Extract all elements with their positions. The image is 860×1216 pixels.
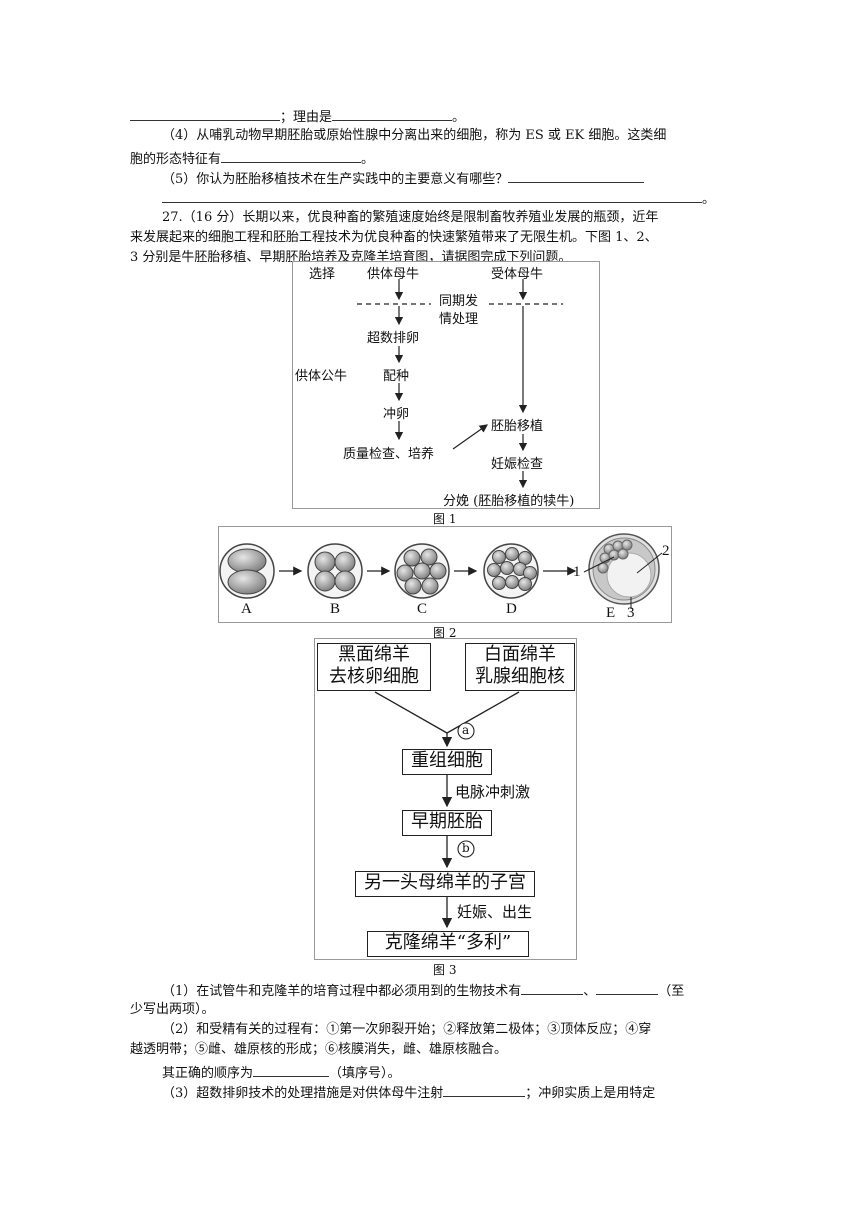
label-mating: 配种 [383,369,410,384]
question-4-cont: 胞的形态特征有。 [130,148,374,169]
label-transfer: 胚胎移植 [491,419,544,434]
box-enucleated-egg: 黑面绵羊去核卵细胞 [317,643,431,691]
question-3: （3）超数排卵技术的处理措施是对供体母牛注射；冲卵实质上是用特定 [162,1082,655,1103]
label-donor-cow: 供体母牛 [367,267,420,282]
label-electric-pulse: 电脉冲刺激 [455,783,531,801]
embryo-b [307,543,363,599]
answer-blank[interactable] [596,980,659,995]
question-4: （4）从哺乳动物早期胚胎或原始性腺中分离出来的细胞，称为 ES 或 EK 细胞。… [162,128,667,143]
answer-blank[interactable] [508,168,645,183]
answer-blank[interactable] [443,1082,526,1097]
figure-3-caption: 图 3 [433,963,457,977]
answer-blank[interactable] [221,148,362,163]
question-1-cont: 少写出两项）。 [130,1002,215,1017]
box-early-embryo: 早期胚胎 [402,810,492,836]
part-3: 3 [627,605,635,621]
question-1: （1）在试管牛和克隆羊的培育过程中都必须用到的生物技术有、（至 [162,980,684,1001]
step-b-marker: b [462,841,470,855]
box-recombined-cell: 重组细胞 [402,749,492,775]
box-surrogate-uterus: 另一头母绵羊的子宫 [355,871,535,897]
figure-3-cloning: 黑面绵羊去核卵细胞 白面绵羊乳腺细胞核 a 重组细胞 电脉冲刺激 早期胚胎 b … [314,638,577,960]
label-d: D [506,601,517,617]
question-2-cont: 越透明带；⑤雌、雄原核的形成；⑥核膜消失，雌、雄原核融合。 [130,1042,508,1057]
label-birth: 分娩 (胚胎移植的犊牛) [443,494,575,509]
figure-1-caption: 图 1 [433,512,457,526]
question-27-intro: 27.（16 分）长期以来，优良种畜的繁殖速度始终是限制畜牧养殖业发展的瓶颈，近… [162,210,659,225]
label-a: A [241,601,252,617]
question-27-intro-2: 来发展起来的细胞工程和胚胎工程技术为优良种畜的快速繁殖带来了无限生机。下图 1、… [130,230,658,245]
label-b: B [330,601,341,617]
part-1: 1 [573,564,581,580]
figure-2-drawing [219,533,663,609]
answer-blank[interactable] [162,188,702,203]
label-pregnancy-birth: 妊娠、出生 [457,903,533,921]
label-e: E [606,605,616,621]
embryo-c [394,543,450,599]
label-quality: 质量检查、培养 [343,447,435,462]
label-c: C [417,601,428,617]
part-2: 2 [662,543,670,559]
embryo-e-blastocyst [583,533,663,609]
answer-blank[interactable] [332,106,453,121]
figure-2-caption: 图 2 [433,626,457,640]
answer-blank[interactable] [253,1062,330,1077]
label-superovulation: 超数排卵 [367,331,420,346]
label-sync-2: 情处理 [439,312,479,327]
answer-blank[interactable] [521,980,584,995]
answer-blank[interactable] [130,106,280,121]
label-sync-1: 同期发 [439,294,479,309]
figure-1-arrows [357,279,563,489]
label-donor-bull: 供体公牛 [295,369,348,384]
label-recipient-cow: 受体母牛 [491,267,544,282]
question-2: （2）和受精有关的过程有：①第一次卵裂开始；②释放第二极体；③顶体反应；④穿 [162,1022,652,1037]
box-clone-dolly: 克隆绵羊“多利” [367,931,529,957]
question-5: （5）你认为胚胎移植技术在生产实践中的主要意义有哪些？ [162,168,645,189]
figure-2-embryo-development: A B C D E 1 2 3 [218,526,672,623]
label-select: 选择 [309,267,336,282]
embryo-a [219,543,275,599]
figure-3-arrows [374,691,520,929]
step-a-marker: a [462,723,470,737]
box-mammary-nucleus: 白面绵羊乳腺细胞核 [465,643,575,691]
question-5-cont: 。 [162,188,715,209]
label-flush: 冲卵 [383,407,410,422]
line-reason: ；理由是。 [130,106,465,127]
figure-1-embryo-transfer: 选择 供体母牛 受体母牛 同期发 情处理 超数排卵 供体公牛 配种 冲卵 质量检… [292,261,600,509]
label-pregnancy: 妊娠检查 [491,457,544,472]
question-2-order: 其正确的顺序为（填序号）。 [162,1062,401,1083]
embryo-d [483,543,539,599]
